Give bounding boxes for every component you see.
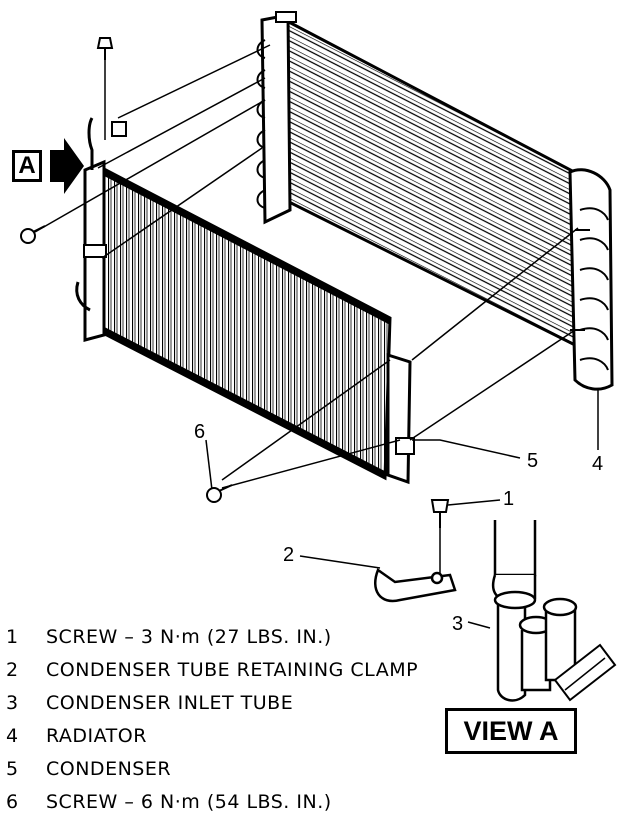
- legend-number: 3: [6, 691, 19, 714]
- view-a-label: VIEW A: [445, 708, 577, 754]
- legend-row: 1 SCREW – 3 N·m (27 LBS. IN.): [6, 620, 476, 653]
- legend-number: 1: [6, 625, 19, 648]
- legend-text: CONDENSER: [46, 757, 172, 780]
- legend-number: 5: [6, 757, 19, 780]
- parts-legend: 1 SCREW – 3 N·m (27 LBS. IN.) 2 CONDENSE…: [6, 620, 476, 818]
- radiator: [256, 11, 614, 391]
- callout-4: 4: [592, 453, 603, 475]
- legend-text: SCREW – 3 N·m (27 LBS. IN.): [46, 625, 332, 648]
- callout-6: 6: [194, 421, 205, 443]
- callout-2: 2: [283, 544, 294, 566]
- callout-1: 1: [503, 488, 514, 510]
- legend-number: 6: [6, 790, 19, 813]
- legend-row: 3 CONDENSER INLET TUBE: [6, 686, 476, 719]
- leader-lines: [34, 44, 599, 629]
- screw-icons: [20, 37, 450, 528]
- legend-text: CONDENSER TUBE RETAINING CLAMP: [46, 658, 419, 681]
- legend-text: CONDENSER INLET TUBE: [46, 691, 294, 714]
- legend-row: 2 CONDENSER TUBE RETAINING CLAMP: [6, 653, 476, 686]
- view-a-arrow: [50, 138, 84, 194]
- legend-number: 2: [6, 658, 19, 681]
- view-a-detail: [374, 520, 617, 702]
- legend-number: 4: [6, 724, 19, 747]
- legend-row: 6 SCREW – 6 N·m (54 LBS. IN.): [6, 785, 476, 818]
- legend-row: 5 CONDENSER: [6, 752, 476, 785]
- legend-text: SCREW – 6 N·m (54 LBS. IN.): [46, 790, 332, 813]
- callout-5: 5: [527, 450, 538, 472]
- condenser: [75, 117, 415, 485]
- legend-text: RADIATOR: [46, 724, 147, 747]
- view-a-marker: A: [12, 150, 42, 182]
- legend-row: 4 RADIATOR: [6, 719, 476, 752]
- callout-3: 3: [452, 613, 463, 635]
